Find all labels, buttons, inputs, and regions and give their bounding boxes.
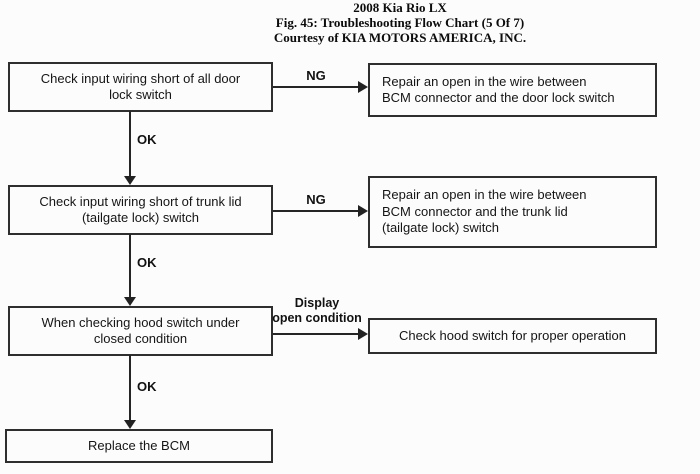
step-4-line-1: Replace the BCM: [88, 437, 190, 453]
step-box-check-trunk-lid-switch: Check input wiring short of trunk lid (t…: [8, 185, 273, 235]
result-1-line-1: Repair an open in the wire between: [382, 73, 587, 89]
connector-down-2: [129, 234, 131, 298]
courtesy-line: Courtesy of KIA MOTORS AMERICA, INC.: [273, 29, 527, 45]
display-label-line-2: open condition: [272, 310, 362, 325]
arrowhead-down-3-icon: [124, 420, 136, 429]
result-3-line-1: Check hood switch for proper operation: [399, 327, 626, 343]
step-box-check-door-lock-switch: Check input wiring short of all door loc…: [8, 62, 273, 112]
result-2-line-3: (tailgate lock) switch: [382, 220, 500, 236]
ok-label-3: OK: [137, 379, 157, 394]
ok-label-2: OK: [137, 255, 157, 270]
step-2-line-2: (tailgate lock) switch: [81, 210, 200, 225]
arrowhead-down-1-icon: [124, 176, 136, 185]
page-header: 2008 Kia Rio LX Fig. 45: Troubleshooting…: [103, 0, 697, 45]
ok-label-1: OK: [137, 132, 157, 147]
step-2-line-1: Check input wiring short of trunk lid: [39, 193, 242, 209]
result-box-repair-door-lock-wire: Repair an open in the wire between BCM c…: [368, 63, 657, 117]
result-2-line-1: Repair an open in the wire between: [382, 187, 587, 203]
vehicle-title: 2008 Kia Rio LX: [353, 0, 447, 15]
connector-right-3: [273, 333, 359, 335]
result-1-line-2: BCM connector and the door lock switch: [382, 90, 615, 105]
result-box-repair-trunk-lid-wire: Repair an open in the wire between BCM c…: [368, 176, 657, 248]
figure-caption: Fig. 45: Troubleshooting Flow Chart (5 O…: [275, 14, 525, 30]
display-open-condition-label: Display open condition: [261, 296, 373, 325]
connector-down-1: [129, 111, 131, 177]
arrowhead-right-3-icon: [358, 328, 368, 340]
connector-right-2: [273, 210, 359, 212]
arrowhead-right-1-icon: [358, 81, 368, 93]
result-box-check-hood-switch-operation: Check hood switch for proper operation: [368, 318, 657, 354]
display-label-line-1: Display: [294, 296, 340, 310]
arrowhead-right-2-icon: [358, 205, 368, 217]
step-3-line-1: When checking hood switch under: [41, 314, 240, 330]
step-box-check-hood-switch: When checking hood switch under closed c…: [8, 306, 273, 356]
connector-right-1: [273, 86, 359, 88]
ng-label-1: NG: [306, 68, 326, 83]
step-1-line-2: lock switch: [109, 87, 172, 102]
step-3-line-2: closed condition: [93, 331, 188, 346]
arrowhead-down-2-icon: [124, 297, 136, 306]
step-1-line-1: Check input wiring short of all door: [40, 70, 241, 86]
connector-down-3: [129, 355, 131, 421]
step-box-replace-bcm: Replace the BCM: [5, 429, 273, 463]
result-2-line-2: BCM connector and the trunk lid: [382, 203, 568, 219]
ng-label-2: NG: [306, 192, 326, 207]
